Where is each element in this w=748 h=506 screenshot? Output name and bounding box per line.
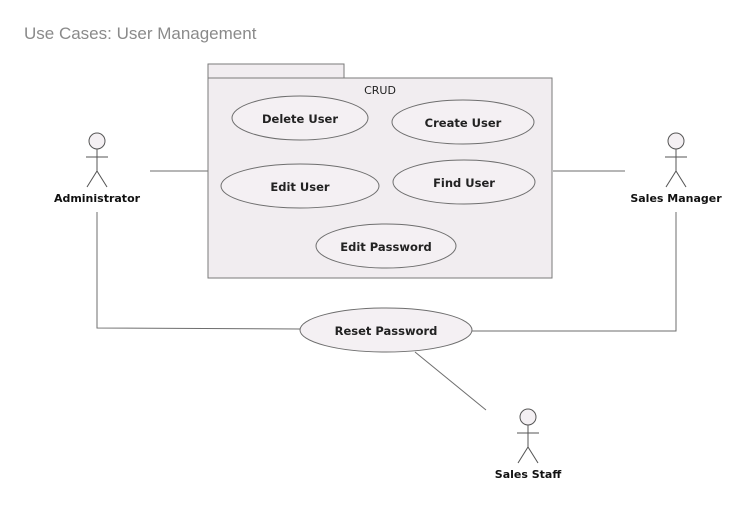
use-case-delete-user[interactable]: Delete User	[231, 95, 369, 141]
stick-figure-icon	[86, 132, 108, 188]
actor-administrator[interactable]: Administrator	[54, 132, 141, 205]
use-case-label: Reset Password	[335, 324, 438, 338]
actor-label: Administrator	[54, 192, 141, 205]
use-case-label: Edit Password	[340, 240, 432, 254]
use-case-label: Delete User	[262, 112, 338, 126]
actor-sales-staff[interactable]: Sales Staff	[495, 408, 562, 481]
assoc-sales-manager-reset-password	[472, 212, 677, 332]
package-label: CRUD	[364, 84, 396, 97]
actor-sales-manager[interactable]: Sales Manager	[630, 132, 722, 205]
diagram-title: Use Cases: User Management	[24, 24, 257, 43]
use-case-reset-password[interactable]: Reset Password	[299, 307, 473, 353]
assoc-sales-staff-reset-password	[414, 351, 487, 411]
stick-figure-icon	[517, 408, 539, 464]
actor-label: Sales Staff	[495, 468, 562, 481]
use-case-label: Find User	[433, 176, 495, 190]
use-case-edit-password[interactable]: Edit Password	[315, 223, 457, 269]
use-case-find-user[interactable]: Find User	[392, 159, 536, 205]
actor-label: Sales Manager	[630, 192, 722, 205]
associations	[96, 170, 677, 411]
stick-figure-icon	[665, 132, 687, 188]
assoc-administrator-reset-password	[96, 212, 302, 330]
use-case-create-user[interactable]: Create User	[391, 99, 535, 145]
use-case-label: Edit User	[270, 180, 330, 194]
package-tab	[207, 63, 345, 79]
use-case-label: Create User	[425, 116, 502, 130]
use-case-edit-user[interactable]: Edit User	[220, 163, 380, 209]
